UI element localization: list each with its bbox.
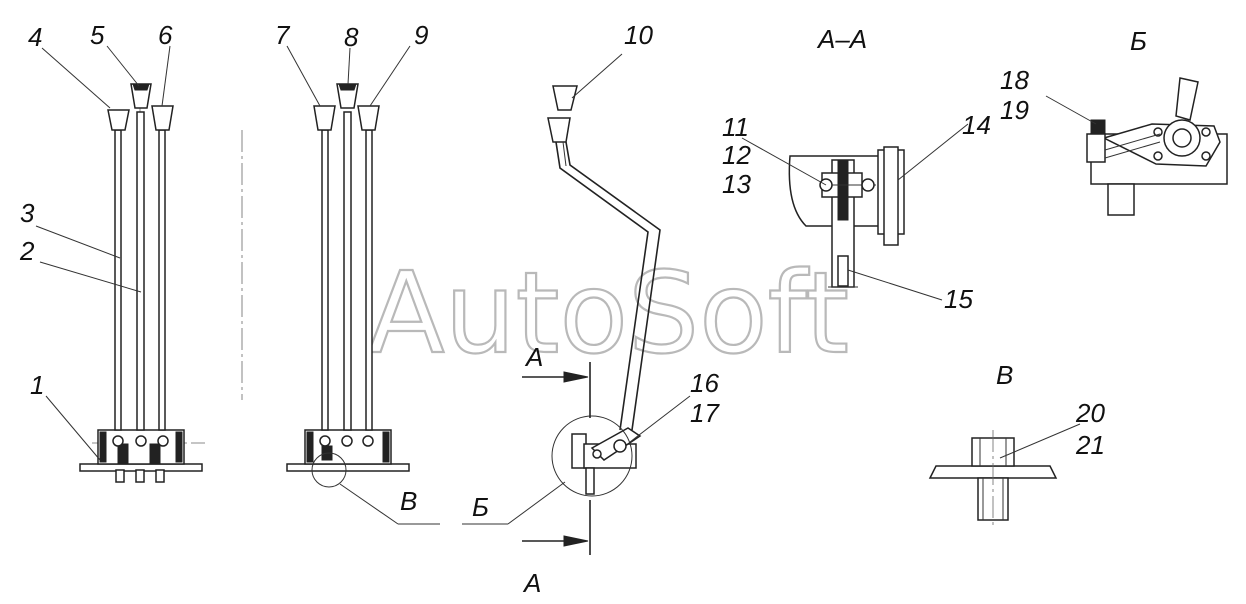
callout-10: 10 — [624, 20, 653, 50]
callout-4: 4 — [28, 22, 42, 52]
callout-20: 20 — [1075, 398, 1105, 428]
callout-8: 8 — [344, 22, 359, 52]
callout-numbers: 4 5 6 3 2 1 7 8 9 10 11 12 13 14 15 16 1… — [19, 20, 1105, 460]
callout-21: 21 — [1075, 430, 1105, 460]
section-aa-view — [788, 146, 905, 288]
leader-v-label: В — [400, 486, 417, 516]
leader-lines — [35, 45, 1097, 525]
view-b-title: Б — [1130, 26, 1147, 56]
watermark-text: AutoSoft — [368, 249, 849, 379]
section-aa-title: А–А — [816, 24, 867, 54]
cut-a-top-label: А — [524, 342, 543, 372]
view-v-title: В — [996, 360, 1013, 390]
view-v-detail — [928, 430, 1058, 526]
callout-16: 16 — [690, 368, 719, 398]
callout-5: 5 — [90, 20, 105, 50]
single-lever-view — [522, 85, 661, 555]
callout-7: 7 — [275, 20, 291, 50]
callout-2: 2 — [19, 236, 35, 266]
callout-1: 1 — [30, 370, 44, 400]
callout-19: 19 — [1000, 95, 1029, 125]
callout-18: 18 — [1000, 65, 1029, 95]
callout-3: 3 — [20, 198, 35, 228]
callout-15: 15 — [944, 284, 973, 314]
callout-11: 11 — [722, 112, 749, 142]
callout-14: 14 — [962, 110, 991, 140]
callout-13: 13 — [722, 169, 751, 199]
callout-12: 12 — [722, 140, 751, 170]
view-b-detail — [1086, 77, 1228, 216]
lever-assembly-front-view — [79, 83, 205, 483]
section-labels: А–А Б В А А В Б — [400, 24, 1147, 598]
leader-b-label: Б — [472, 492, 489, 522]
cut-a-bottom-label: А — [522, 568, 541, 598]
lever-assembly-side-view — [241, 83, 410, 488]
callout-17: 17 — [690, 398, 720, 428]
callout-6: 6 — [158, 20, 173, 50]
callout-9: 9 — [414, 20, 428, 50]
